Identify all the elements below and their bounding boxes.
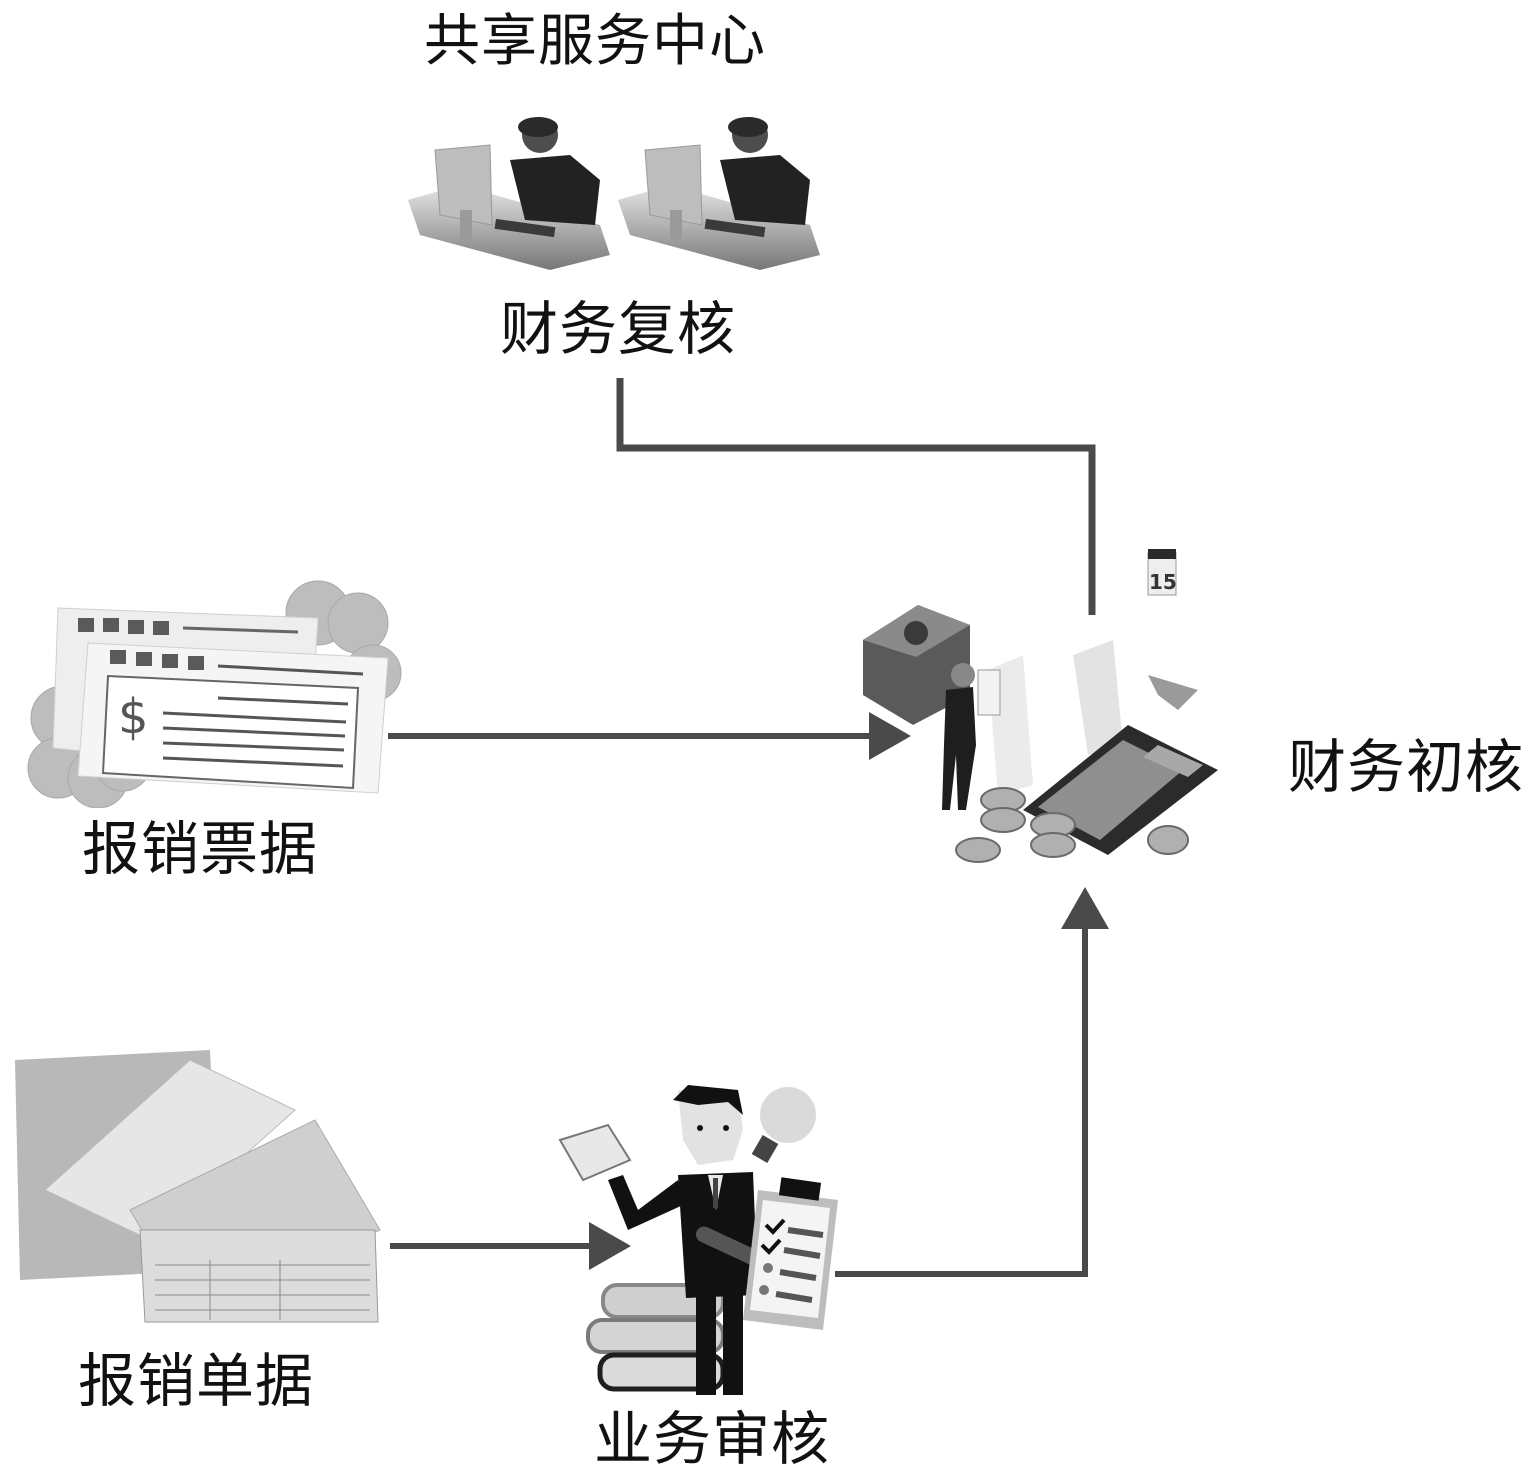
two-clerks-at-desks-icon <box>400 105 840 275</box>
businessman-with-checklist-icon <box>548 1080 848 1400</box>
arrow-business-review-to-initial-check <box>835 887 1109 1277</box>
node-label-forms: 报销单据 <box>78 1347 315 1415</box>
clerk-1 <box>408 117 610 270</box>
connector-review-to-initial-check <box>616 378 1096 615</box>
paper-forms-icon <box>10 1040 390 1330</box>
calendar-day: 15 <box>1149 570 1177 594</box>
node-label-business-review: 业务审核 <box>594 1405 831 1473</box>
node-label-initial-check: 财务初核 <box>1288 733 1525 801</box>
node-label-receipts: 报销票据 <box>82 815 319 883</box>
dollar-receipts-icon: $ <box>18 578 408 808</box>
dollar-sign-glyph: $ <box>118 689 149 745</box>
diagram-title: 共享服务中心 <box>424 9 766 74</box>
calendar-icon: 15 <box>1147 549 1177 596</box>
clerk-2 <box>618 117 820 270</box>
node-label-review: 财务复核 <box>500 295 737 363</box>
accounting-calculator-coins-icon: 15 <box>858 545 1218 885</box>
